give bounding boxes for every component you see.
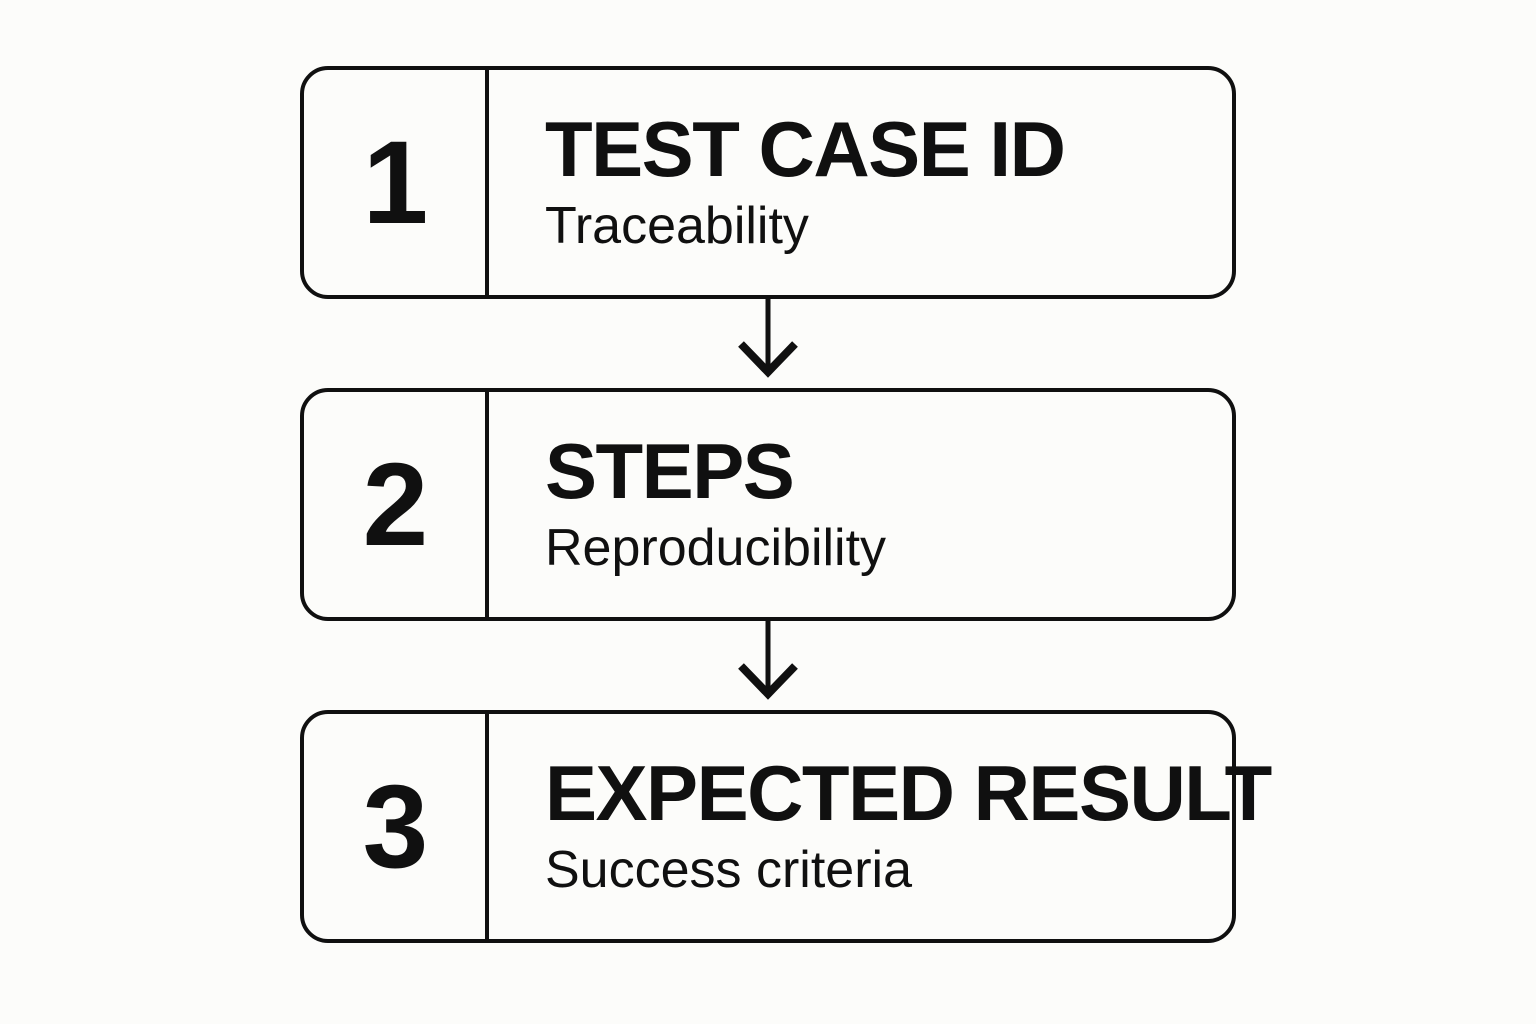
step-2-title: STEPS xyxy=(545,426,795,515)
flow-column: 1 TEST CASE ID Traceability 2 STEPS Repr… xyxy=(300,66,1272,943)
step-3-title: EXPECTED RESULT xyxy=(545,748,1272,837)
step-3-number: 3 xyxy=(362,760,429,893)
step-2-number: 2 xyxy=(362,438,429,571)
step-1-title: TEST CASE ID xyxy=(545,104,1066,193)
step-card-2: 2 STEPS Reproducibility xyxy=(300,388,1236,621)
step-3-content: EXPECTED RESULT Success criteria xyxy=(489,714,1272,939)
step-1-number-cell: 1 xyxy=(304,70,489,295)
arrow-down-icon xyxy=(738,299,798,378)
step-2-number-cell: 2 xyxy=(304,392,489,617)
step-card-1: 1 TEST CASE ID Traceability xyxy=(300,66,1236,299)
step-2-content: STEPS Reproducibility xyxy=(489,392,1232,617)
step-1-number: 1 xyxy=(362,116,429,249)
step-2-subtitle: Reproducibility xyxy=(545,518,887,577)
step-3-subtitle: Success criteria xyxy=(545,840,912,899)
step-1-subtitle: Traceability xyxy=(545,196,809,255)
arrow-down-icon xyxy=(738,621,798,700)
step-1-content: TEST CASE ID Traceability xyxy=(489,70,1232,295)
step-card-3: 3 EXPECTED RESULT Success criteria xyxy=(300,710,1272,943)
step-3-number-cell: 3 xyxy=(304,714,489,939)
